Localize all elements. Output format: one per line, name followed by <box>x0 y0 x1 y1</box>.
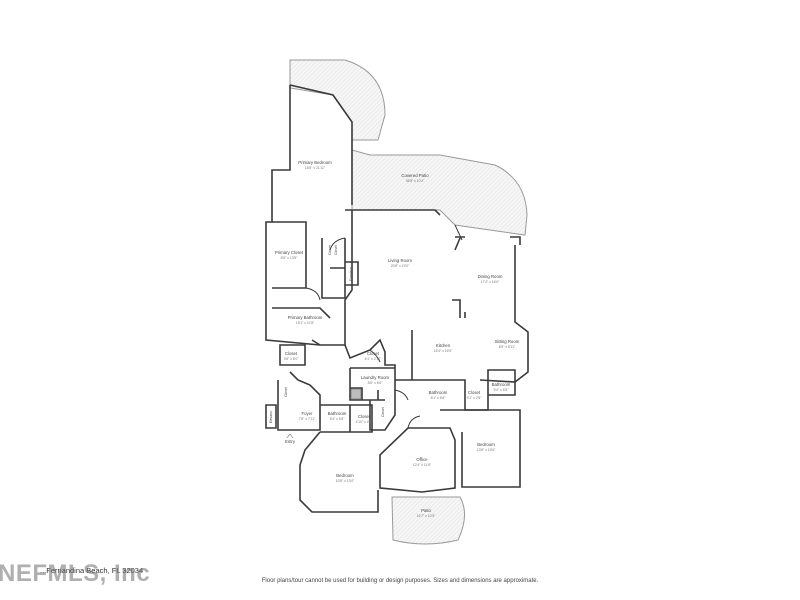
room-dining-room: Dining Room 17'4" x 16'0" <box>478 274 503 284</box>
svg-text:4'10" x 4'6": 4'10" x 4'6" <box>356 420 374 424</box>
svg-text:36'8" x 10'4": 36'8" x 10'4" <box>406 179 425 183</box>
label-fireplace: Fireplace <box>349 267 353 281</box>
svg-text:Entry: Entry <box>285 439 296 444</box>
svg-text:3'8" x 6'0": 3'8" x 6'0" <box>284 357 300 361</box>
room-laundry-room: Laundry Room 8'6" x 6'6" <box>361 375 390 385</box>
living-area-walls <box>345 209 529 383</box>
laundry-fixtures <box>350 387 379 400</box>
svg-text:Primary Bedroom: Primary Bedroom <box>298 160 332 165</box>
room-sitting-room: Sitting Room 8'6" x 8'11" <box>495 339 520 349</box>
label-closet-v3: Closet <box>284 387 288 397</box>
primary-bath-walls <box>272 307 331 346</box>
primary-wing-outline <box>265 85 353 346</box>
svg-text:14'7" x 10'5": 14'7" x 10'5" <box>417 514 436 518</box>
svg-text:Foyer: Foyer <box>302 411 314 416</box>
svg-text:Living Room: Living Room <box>388 258 412 263</box>
label-closet-v4: Closet <box>381 407 385 417</box>
room-primary-bedroom: Primary Bedroom 16'8" x 21'11" <box>298 160 332 170</box>
svg-text:Closet: Closet <box>367 351 380 356</box>
svg-text:12'4" x 11'8": 12'4" x 11'8" <box>413 463 432 467</box>
covered-patio-area <box>351 149 528 236</box>
primary-bedroom-walls <box>289 84 353 205</box>
room-covered-patio: Covered Patio 36'8" x 10'4" <box>401 173 429 183</box>
primary-bedroom-patio-area <box>289 59 386 141</box>
svg-text:15'1" x 11'8": 15'1" x 11'8" <box>296 321 315 325</box>
room-patio: Patio 14'7" x 10'5" <box>417 508 436 518</box>
room-kitchen: Kitchen 16'4" x 16'5" <box>434 343 453 353</box>
svg-text:8'1" x 6'8": 8'1" x 6'8" <box>431 396 447 400</box>
svg-text:10'8" x 13'0": 10'8" x 13'0" <box>336 479 355 483</box>
bedroom-b-walls <box>440 409 521 488</box>
svg-text:16'4" x 16'5": 16'4" x 16'5" <box>434 349 453 353</box>
closets-walls <box>321 238 359 299</box>
property-address: ...Fernandina Beach, FL 32034 <box>40 566 144 575</box>
svg-text:Closet: Closet <box>358 414 371 419</box>
room-office: Office 12'4" x 11'8" <box>413 457 432 467</box>
dining-partition-walls <box>452 237 466 318</box>
svg-text:20'8" x 19'0": 20'8" x 19'0" <box>391 264 410 268</box>
svg-text:Primary Bathroom: Primary Bathroom <box>288 315 323 320</box>
svg-text:Bathroom: Bathroom <box>328 411 347 416</box>
svg-text:Kitchen: Kitchen <box>436 343 451 348</box>
room-bathroom-c: Bathroom 5'4" x 5'8" <box>328 411 347 421</box>
svg-text:Sitting Room: Sitting Room <box>495 339 520 344</box>
svg-text:Bathroom: Bathroom <box>429 390 448 395</box>
svg-text:Bathroom: Bathroom <box>492 382 511 387</box>
room-bedroom-a: Bedroom 10'8" x 13'0" <box>336 473 355 483</box>
disclaimer-note: Floor plans/tour cannot be used for buil… <box>261 578 539 584</box>
svg-text:Bedroom: Bedroom <box>477 442 495 447</box>
svg-text:Patio: Patio <box>421 508 431 513</box>
label-elevator: Elevator <box>269 410 273 423</box>
svg-text:Dining Room: Dining Room <box>478 274 503 279</box>
svg-text:8'5" x 13'5": 8'5" x 13'5" <box>281 256 299 260</box>
mls-watermark: NEFMLS, Inc <box>0 560 151 587</box>
svg-text:6'1" x 2'10": 6'1" x 2'10" <box>365 357 383 361</box>
svg-text:Closet: Closet <box>285 351 298 356</box>
svg-text:3'1" x 2'8": 3'1" x 2'8" <box>467 396 483 400</box>
label-closet-v2: Closet <box>334 245 338 255</box>
room-closet-a: Closet 3'8" x 6'0" <box>284 351 300 361</box>
svg-text:8'6" x 6'6": 8'6" x 6'6" <box>368 381 384 385</box>
svg-text:7'8" x 7'11": 7'8" x 7'11" <box>299 417 316 421</box>
svg-text:16'8" x 21'11": 16'8" x 21'11" <box>305 166 326 170</box>
svg-text:Laundry Room: Laundry Room <box>361 375 390 380</box>
central-core-walls <box>344 338 396 431</box>
room-closet-c: Closet 3'1" x 2'8" <box>467 390 483 400</box>
svg-text:Primary Closet: Primary Closet <box>275 250 304 255</box>
office-walls <box>379 427 456 493</box>
label-closet-v1: Closet <box>328 245 332 255</box>
room-primary-closet: Primary Closet 8'5" x 13'5" <box>275 250 304 260</box>
svg-text:Closet: Closet <box>468 390 481 395</box>
bedroom-a-walls <box>299 431 379 513</box>
door-swings <box>305 224 463 429</box>
entry-arrow-icon <box>286 433 294 439</box>
bath-closet-walls <box>320 404 373 433</box>
room-closet-d: Closet 4'10" x 4'6" <box>356 414 374 424</box>
room-bathroom-a: Bathroom 8'1" x 6'8" <box>429 390 448 400</box>
room-closet-b: Closet 6'1" x 2'10" <box>365 351 383 361</box>
room-living-room: Living Room 20'8" x 19'0" <box>388 258 412 268</box>
svg-text:Office: Office <box>416 457 428 462</box>
svg-text:5'4" x 6'8": 5'4" x 6'8" <box>494 388 510 392</box>
room-bathroom-b: Bathroom 5'4" x 6'8" <box>492 382 511 392</box>
svg-text:5'4" x 5'8": 5'4" x 5'8" <box>330 417 346 421</box>
room-bedroom-b: Bedroom 13'8" x 15'6" <box>477 442 496 452</box>
room-foyer: Foyer 7'8" x 7'11" <box>299 411 316 421</box>
washer-icon <box>350 388 362 400</box>
entry-side-walls <box>265 344 321 431</box>
kitchen-walls <box>395 330 516 411</box>
primary-closet-walls <box>272 221 307 289</box>
svg-text:Bedroom: Bedroom <box>336 473 354 478</box>
patio-area <box>391 496 465 545</box>
svg-text:17'4" x 16'0": 17'4" x 16'0" <box>481 280 500 284</box>
svg-text:13'8" x 15'6": 13'8" x 15'6" <box>477 448 496 452</box>
room-entry: Entry <box>285 433 296 444</box>
svg-text:Covered Patio: Covered Patio <box>401 173 429 178</box>
room-primary-bathroom: Primary Bathroom 15'1" x 11'8" <box>288 315 323 325</box>
svg-text:8'6" x 8'11": 8'6" x 8'11" <box>499 345 516 349</box>
